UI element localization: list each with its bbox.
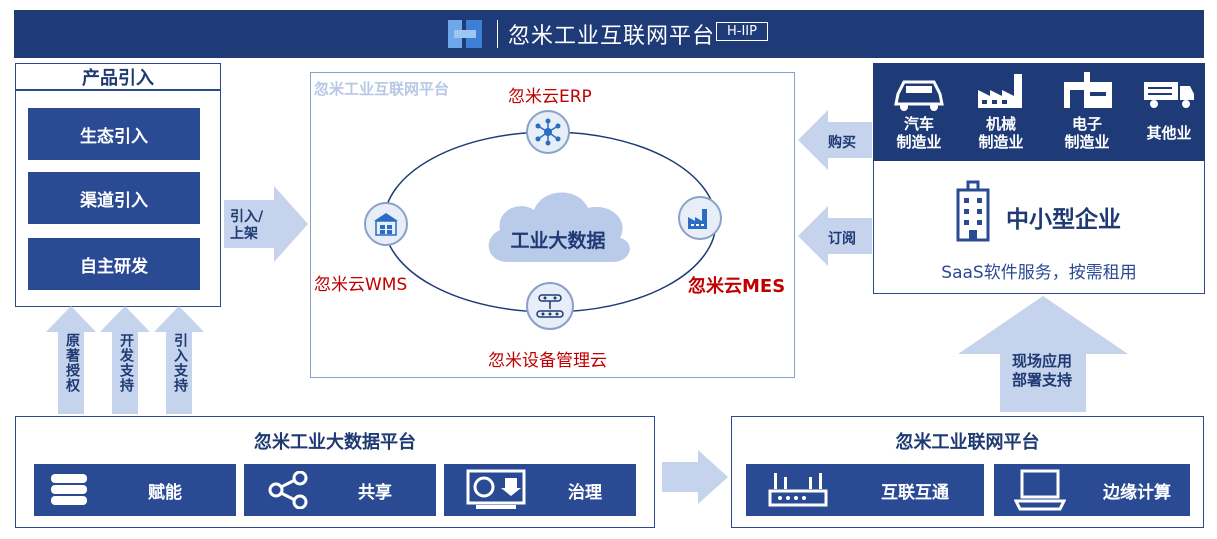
subscribe-arrow [798, 206, 872, 266]
bigdata-item-govern[interactable]: 治理 [444, 464, 636, 516]
wms-label: 忽米云WMS [314, 275, 408, 295]
robot-arm-icon [536, 294, 564, 318]
industry-electronics[interactable]: 电子 制造业 [1064, 115, 1110, 151]
cloud-label: 工业大数据 [510, 230, 606, 252]
product-title-underline [15, 89, 221, 91]
industry-machinery[interactable]: 机械 制造业 [978, 115, 1024, 151]
buy-arrow-label: 购买 [828, 135, 856, 151]
cloud-icon [488, 192, 630, 262]
laptop-icon [1014, 469, 1066, 511]
bigdata-item-empower-label: 赋能 [148, 482, 182, 503]
deploy-arrow-label: 现场应用 部署支持 [1012, 352, 1073, 389]
mes-node[interactable] [678, 196, 722, 240]
database-icon [51, 474, 87, 505]
bigdata-item-empower[interactable]: 赋能 [34, 464, 236, 516]
bigdata-to-iot-arrow [662, 450, 728, 504]
shelf-arrow [224, 186, 308, 262]
mes-label: 忽米云MES [688, 276, 786, 297]
bigdata-item-govern-label: 治理 [568, 482, 602, 503]
platform-badge: H-IIP [716, 22, 768, 41]
product-title: 产品引入 [82, 68, 154, 89]
up-arrow-import-support-label: 引入支持 [172, 333, 188, 393]
deploy-arrow [958, 296, 1128, 412]
up-arrow-license [46, 306, 96, 414]
logo-divider [497, 20, 498, 48]
warehouse-icon [374, 213, 398, 236]
device-label: 忽米设备管理云 [488, 351, 607, 371]
enterprise-title: 中小型企业 [1006, 207, 1121, 233]
iot-item-interconnect[interactable]: 互联互通 [746, 464, 984, 516]
logo-icon [448, 20, 482, 48]
industry-other[interactable]: 其他业 [1146, 124, 1192, 142]
bigdata-item-share-label: 共享 [358, 482, 392, 503]
car-icon [894, 80, 944, 111]
monitor-download-icon [466, 469, 526, 509]
building-icon [956, 180, 990, 242]
factory-icon [688, 209, 707, 229]
bigdata-item-share[interactable]: 共享 [244, 464, 436, 516]
up-arrow-dev-support [100, 306, 150, 414]
center-watermark: 忽米工业互联网平台 [314, 80, 450, 98]
up-arrow-import-support [154, 306, 204, 414]
iot-item-edge-computing[interactable]: 边缘计算 [994, 464, 1190, 516]
product-item-channel[interactable]: 渠道引入 [28, 172, 200, 224]
up-arrow-license-label: 原著授权 [64, 333, 80, 393]
network-hub-icon [535, 118, 561, 146]
wms-node[interactable] [364, 202, 408, 246]
iot-title: 忽米工业联网平台 [895, 432, 1040, 453]
truck-icon [1144, 82, 1194, 108]
up-arrow-dev-support-label: 开发支持 [118, 333, 134, 393]
buy-arrow [798, 110, 872, 170]
share-icon [268, 471, 308, 509]
router-icon [768, 473, 828, 507]
iot-item-interconnect-label: 互联互通 [881, 482, 949, 503]
industry-auto[interactable]: 汽车 制造业 [896, 115, 942, 151]
product-item-ecosystem[interactable]: 生态引入 [28, 108, 200, 160]
erp-label: 忽米云ERP [508, 87, 592, 107]
factory-icon [978, 74, 1022, 108]
iot-item-edge-computing-label: 边缘计算 [1103, 482, 1171, 503]
bigdata-title: 忽米工业大数据平台 [254, 432, 416, 453]
erp-node[interactable] [526, 110, 570, 154]
industry-bar [873, 63, 1205, 161]
product-item-self-rd[interactable]: 自主研发 [28, 238, 200, 290]
header-bar [14, 10, 1204, 58]
electronics-factory-icon [1064, 72, 1112, 108]
device-node[interactable] [526, 282, 574, 330]
subscribe-arrow-label: 订阅 [828, 231, 856, 247]
shelf-arrow-label: 引入/ 上架 [230, 209, 264, 242]
enterprise-subtitle: SaaS软件服务，按需租用 [941, 263, 1137, 283]
page-title: 忽米工业互联网平台 [508, 24, 716, 49]
